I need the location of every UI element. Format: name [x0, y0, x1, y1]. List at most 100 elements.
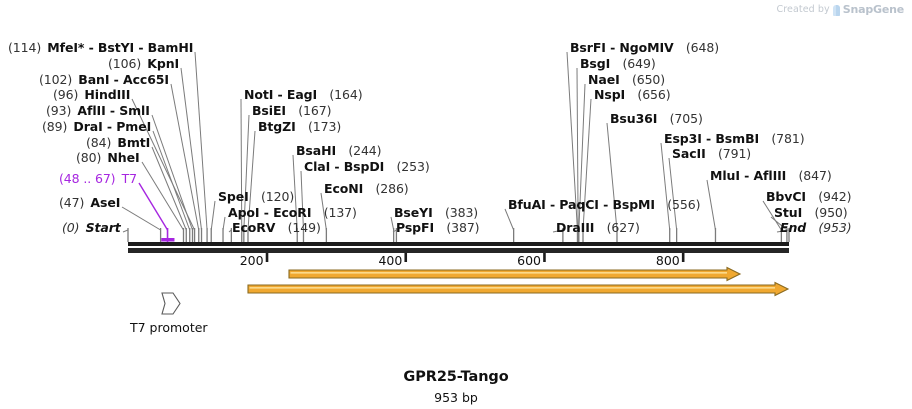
enzyme-position-s120: (120) [261, 189, 295, 204]
enzyme-label-s84[interactable]: (84) BmtI [86, 136, 150, 150]
enzyme-label-s847[interactable]: MluI - AflIII (847) [710, 169, 832, 183]
enzyme-names-s102: BanI - Acc65I [78, 72, 169, 87]
leader-line-s286 [320, 192, 327, 231]
enzyme-names-s649: BsgI [580, 56, 610, 71]
enzyme-position-s149: (149) [287, 220, 321, 235]
enzyme-label-s253[interactable]: ClaI - BspDI (253) [304, 160, 430, 174]
enzyme-position-s942: (942) [818, 189, 852, 204]
enzyme-names-s120: SpeI [218, 189, 249, 204]
enzyme-label-s383[interactable]: BseYI (383) [394, 206, 478, 220]
enzyme-label-f_t7[interactable]: (48 .. 67) T7 [59, 172, 137, 186]
enzyme-position-s164: (164) [329, 87, 363, 102]
enzyme-label-s47[interactable]: (47) AseI [59, 196, 120, 210]
leader-line-s89 [152, 130, 191, 231]
enzyme-name: Esp3I [664, 131, 702, 146]
enzyme-label-s114[interactable]: (114) MfeI* - BstYI - BamHI [8, 41, 193, 55]
watermark-brand: SnapGene [842, 3, 904, 16]
orf-arrow-orf-upper[interactable] [288, 266, 742, 282]
enzyme-name-separator: - [273, 87, 287, 102]
enzyme-names-s47: AseI [90, 195, 120, 210]
enzyme-name: PspFI [396, 220, 435, 235]
enzyme-label-s950[interactable]: StuI (950) [774, 206, 848, 220]
leader-line-s106 [180, 67, 203, 231]
enzyme-label-s149[interactable]: EcoRV (149) [232, 221, 321, 235]
enzyme-label-s102[interactable]: (102) BanI - Acc65I [39, 73, 169, 87]
enzyme-name: BfuAI [508, 197, 546, 212]
orf-arrow-orf-lower[interactable] [247, 281, 790, 297]
leader-line-s164 [240, 98, 243, 231]
enzyme-names-f_t7: T7 [122, 171, 137, 186]
enzyme-label-s80[interactable]: (80) NheI [76, 151, 140, 165]
enzyme-label-s96[interactable]: (96) HindIII [53, 88, 130, 102]
plasmid-title-block: GPR25-Tango [0, 369, 912, 385]
enzyme-names-s253: ClaI - BspDI [304, 159, 384, 174]
enzyme-label-s89[interactable]: (89) DraI - PmeI [42, 120, 151, 134]
enzyme-name: MluI [710, 168, 740, 183]
enzyme-label-s627[interactable]: DraIII (627) [556, 221, 640, 235]
enzyme-label-s106[interactable]: (106) KpnI [108, 57, 179, 71]
leader-line-s244 [292, 154, 298, 231]
enzyme-name: BstYI [97, 40, 135, 55]
enzyme-name: SacII [672, 146, 706, 161]
enzyme-label-s942[interactable]: BbvCI (942) [766, 190, 851, 204]
leader-line-s80 [141, 161, 184, 231]
leader-line-s93 [151, 114, 193, 231]
enzyme-names-s556: BfuAI - PaqCI - BspMI [508, 197, 655, 212]
enzyme-name: BspMI [612, 197, 655, 212]
enzyme-position-s791: (791) [717, 146, 752, 161]
enzyme-label-s649[interactable]: BsgI (649) [580, 57, 656, 71]
enzyme-label-s0[interactable]: (0) Start [62, 221, 121, 235]
plasmid-name: GPR25-Tango [403, 369, 509, 385]
enzyme-label-s137[interactable]: ApoI - EcoRI (137) [228, 206, 357, 220]
enzyme-name-separator: - [259, 205, 274, 220]
leader-line-f_t7 [138, 182, 169, 231]
enzyme-position-s383: (383) [444, 205, 479, 220]
enzyme-name: PaqCI [559, 197, 599, 212]
t7-promoter-label: T7 promoter [130, 320, 208, 335]
enzyme-label-s164[interactable]: NotI - EagI (164) [244, 88, 363, 102]
enzyme-label-s705[interactable]: Bsu36I (705) [610, 112, 703, 126]
enzyme-position-s650: (650) [631, 72, 666, 87]
enzyme-position-s244: (244) [348, 143, 382, 158]
enzyme-label-s648[interactable]: BsrFI - NgoMIV (648) [570, 41, 719, 55]
enzyme-name-separator: - [330, 159, 344, 174]
enzyme-label-s387[interactable]: PspFI (387) [396, 220, 480, 235]
enzyme-label-s93[interactable]: (93) AflII - SmlI [46, 104, 150, 118]
enzyme-label-s173[interactable]: BtgZI (173) [258, 120, 341, 134]
enzyme-label-s120[interactable]: SpeI (120) [218, 190, 294, 204]
leader-line-s627 [552, 229, 563, 233]
enzyme-name: BsgI [580, 56, 611, 71]
enzyme-label-s791[interactable]: SacII (791) [672, 147, 751, 161]
snapgene-watermark: Created by SnapGene [776, 3, 904, 16]
enzyme-name-separator: - [134, 40, 148, 55]
enzyme-names-s89: DraI - PmeI [73, 119, 151, 134]
enzyme-names-s953: End [780, 220, 806, 235]
enzyme-position-s781: (781) [771, 131, 805, 146]
enzyme-label-s556[interactable]: BfuAI - PaqCI - BspMI (556) [508, 198, 700, 212]
ruler-ticks-group [265, 253, 685, 262]
enzyme-label-s953[interactable]: End (953) [780, 221, 852, 235]
ruler-tick-200 [265, 253, 269, 262]
enzyme-label-s781[interactable]: Esp3I - BsmBI (781) [664, 131, 805, 146]
plasmid-length: 953 bp [434, 390, 478, 405]
t7-promoter-feature-bar[interactable] [161, 238, 175, 242]
enzyme-label-s244[interactable]: BsaHI (244) [296, 143, 382, 158]
enzyme-label-s656[interactable]: NspI (656) [594, 88, 671, 102]
enzyme-label-s650[interactable]: NaeI (650) [588, 73, 665, 87]
enzyme-label-s167[interactable]: BsiEI (167) [252, 104, 331, 118]
enzyme-name: EcoRV [232, 220, 276, 235]
enzyme-label-s286[interactable]: EcoNI (286) [324, 182, 409, 196]
enzyme-name: BanI [78, 72, 110, 87]
enzyme-name: DraIII [556, 220, 595, 235]
ruler-tick-800 [681, 253, 685, 262]
sequence-backbone [128, 242, 789, 253]
enzyme-names-s627: DraIII [556, 220, 594, 235]
ruler-tick-600 [543, 253, 546, 262]
leader-line-s648 [566, 51, 578, 231]
leader-line-s847 [706, 179, 716, 231]
enzyme-name-separator: - [109, 72, 123, 87]
enzyme-position-s705: (705) [669, 111, 703, 126]
enzyme-names-s96: HindIII [84, 87, 130, 102]
enzyme-name: DraI [73, 119, 103, 134]
enzyme-names-s387: PspFI [396, 220, 434, 235]
